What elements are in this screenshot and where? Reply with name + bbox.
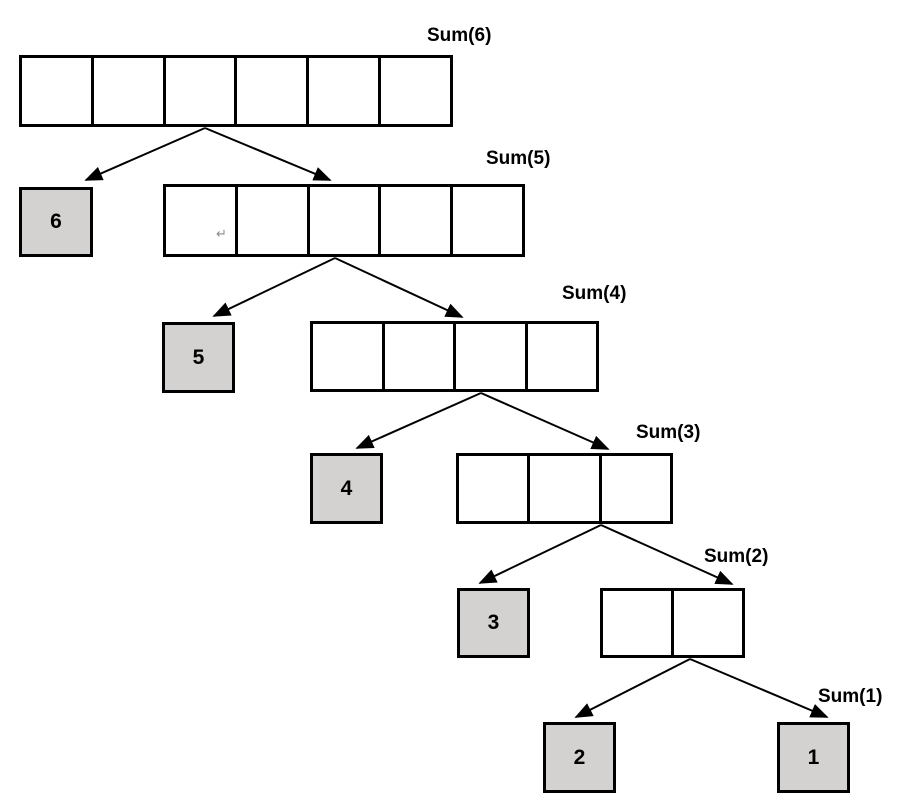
array-cell (674, 591, 742, 655)
array-sum6 (19, 55, 453, 127)
array-cell (309, 58, 382, 124)
array-cell (459, 456, 531, 521)
arrow-sum5-to-sum4 (334, 257, 464, 318)
array-sum4 (310, 321, 599, 392)
extracted-box-2: 2 (543, 722, 616, 793)
array-cell (165, 58, 238, 124)
array-cell (527, 324, 596, 389)
label-sum1: Sum(1) (818, 686, 883, 707)
array-cell (313, 324, 385, 389)
label-sum4: Sum(4) (562, 283, 627, 304)
extracted-box-5: 5 (162, 322, 235, 393)
label-sum3: Sum(3) (636, 422, 701, 443)
array-sum3 (456, 453, 673, 524)
arrow-sum2-to-box2 (574, 658, 691, 718)
array-cell: ↵ (166, 187, 238, 254)
array-cell (601, 456, 670, 521)
extracted-box-6: 6 (19, 187, 93, 257)
arrow-sum6-to-sum5 (204, 127, 332, 181)
arrow-sum2-to-box1 (689, 658, 829, 718)
extracted-box-3: 3 (457, 588, 530, 658)
label-sum5: Sum(5) (486, 148, 551, 169)
array-cell (603, 591, 674, 655)
array-cell (530, 456, 602, 521)
array-cell (309, 187, 382, 254)
array-cell (93, 58, 166, 124)
array-sum2 (600, 588, 745, 658)
array-cell (381, 187, 454, 254)
array-cell (237, 58, 310, 124)
array-cell (456, 324, 528, 389)
array-cell (237, 187, 310, 254)
array-sum5: ↵ (163, 184, 525, 257)
label-sum6: Sum(6) (427, 25, 492, 46)
array-cell (453, 187, 522, 254)
return-mark-artifact: ↵ (216, 226, 227, 241)
array-cell (384, 324, 456, 389)
arrow-sum4-to-sum3 (480, 392, 610, 450)
extracted-box-1: 1 (777, 722, 850, 793)
arrow-sum5-to-box5 (212, 257, 336, 317)
extracted-box-4: 4 (310, 453, 383, 524)
arrow-sum4-to-box4 (355, 392, 482, 449)
array-cell (22, 58, 94, 124)
arrow-sum3-to-box3 (478, 524, 602, 584)
arrow-sum6-to-box6 (84, 127, 206, 181)
label-sum2: Sum(2) (704, 546, 769, 567)
array-cell (381, 58, 450, 124)
